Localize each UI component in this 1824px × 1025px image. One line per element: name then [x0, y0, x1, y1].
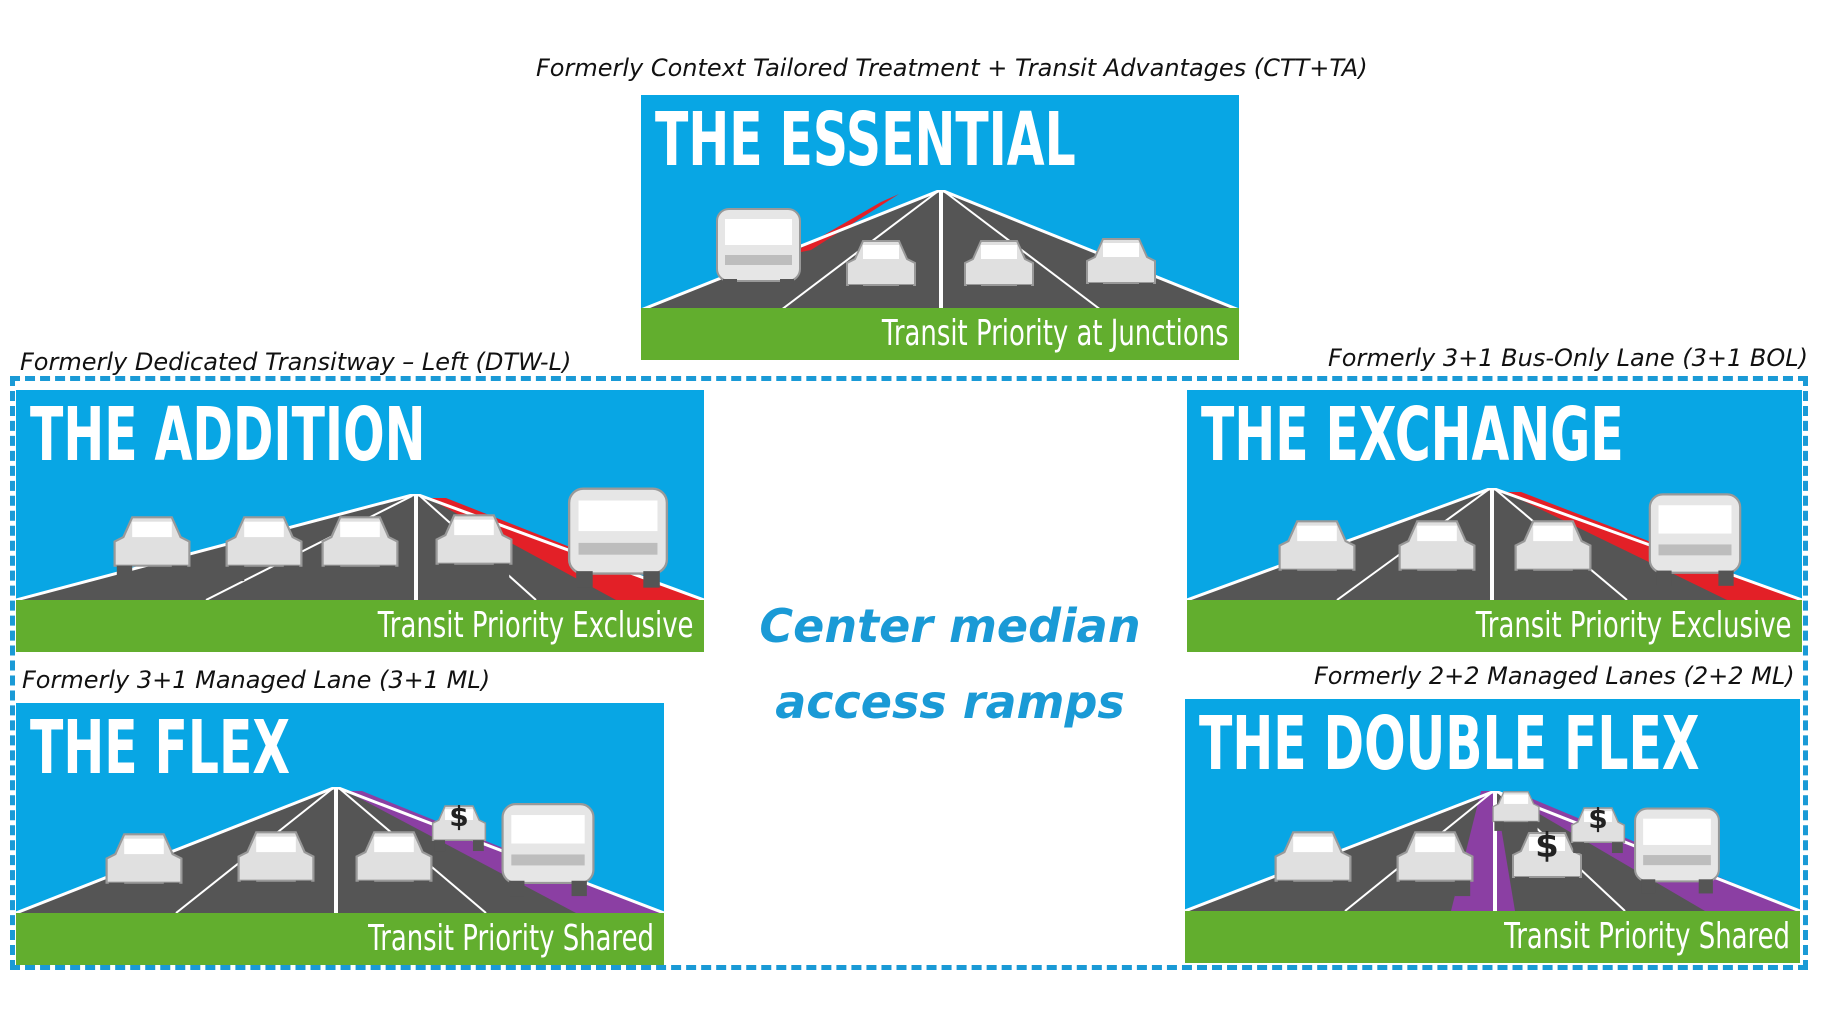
toll-symbol: $ — [1535, 826, 1559, 866]
car-icon — [321, 516, 399, 582]
car-icon — [1492, 791, 1540, 831]
bus-icon — [1634, 807, 1720, 894]
panel-the-flex: THE FLEX $ Transit Priority Shared — [16, 703, 664, 965]
caption-flex: Formerly 3+1 Managed Lane (3+1 ML) — [22, 666, 491, 694]
center-median-label: Center median access ramps — [720, 588, 1180, 740]
car-icon — [105, 833, 183, 899]
car-icon — [237, 831, 315, 897]
panel-footer: Transit Priority Shared — [1185, 911, 1800, 963]
car-icon — [1512, 832, 1582, 891]
car-icon — [1086, 238, 1156, 297]
car-icon — [1396, 831, 1474, 897]
toll-symbol: $ — [449, 800, 469, 833]
panel-footer: Transit Priority Exclusive — [16, 600, 704, 652]
bus-icon — [716, 208, 801, 293]
panel-footer-label: Transit Priority Exclusive — [1476, 605, 1792, 646]
caption-essential: Formerly Context Tailored Treatment + Tr… — [536, 54, 1368, 82]
panel-title: THE ADDITION — [30, 392, 426, 478]
panel-footer: Transit Priority Exclusive — [1187, 600, 1802, 652]
toll-car-icon: $ — [1507, 827, 1587, 893]
panel-the-essential: THE ESSENTIAL Transit Priority at Juncti… — [641, 95, 1239, 360]
car-icon — [355, 831, 433, 897]
car-icon — [113, 516, 191, 582]
toll-car-icon: $ — [1567, 803, 1629, 855]
panel-footer-label: Transit Priority Shared — [1504, 916, 1790, 957]
car-icon — [435, 514, 513, 580]
panel-title: THE DOUBLE FLEX — [1199, 701, 1700, 787]
caption-exchange: Formerly 3+1 Bus-Only Lane (3+1 BOL) — [1328, 344, 1808, 372]
car-icon — [1398, 520, 1476, 586]
caption-addition: Formerly Dedicated Transitway – Left (DT… — [20, 348, 572, 376]
panel-footer-label: Transit Priority Exclusive — [378, 605, 694, 646]
bus-icon — [567, 487, 669, 588]
car-icon — [846, 240, 916, 299]
caption-double-flex: Formerly 2+2 Managed Lanes (2+2 ML) — [1314, 662, 1795, 690]
panel-footer: Transit Priority at Junctions — [641, 308, 1239, 360]
bus-icon — [1648, 493, 1742, 586]
car-icon — [225, 516, 303, 582]
panel-footer-label: Transit Priority at Junctions — [882, 313, 1229, 354]
panel-title: THE FLEX — [30, 705, 291, 791]
panel-footer-label: Transit Priority Shared — [368, 918, 654, 959]
bus-icon — [501, 803, 595, 897]
panel-the-exchange: THE EXCHANGE Transit Priority Exclusive — [1187, 390, 1802, 652]
panel-footer: Transit Priority Shared — [16, 913, 664, 965]
center-median-boundary — [10, 376, 1808, 970]
car-icon — [1570, 807, 1626, 854]
panel-title: THE EXCHANGE — [1201, 392, 1624, 478]
toll-symbol: $ — [1588, 802, 1608, 835]
panel-title: THE ESSENTIAL — [655, 97, 1076, 183]
panel-the-addition: THE ADDITION Transit Priority Exclusive — [16, 390, 704, 652]
panel-the-double-flex: THE DOUBLE FLEX $ $ Transit Priority Sha… — [1185, 699, 1800, 963]
center-label-line-1: Center median — [759, 599, 1141, 653]
car-icon — [1278, 520, 1356, 586]
car-icon — [1514, 520, 1592, 586]
center-label-line-2: access ramps — [775, 675, 1125, 729]
car-icon — [1274, 831, 1352, 897]
car-icon — [431, 805, 487, 852]
toll-car-icon: $ — [428, 801, 490, 853]
car-icon — [964, 240, 1034, 299]
